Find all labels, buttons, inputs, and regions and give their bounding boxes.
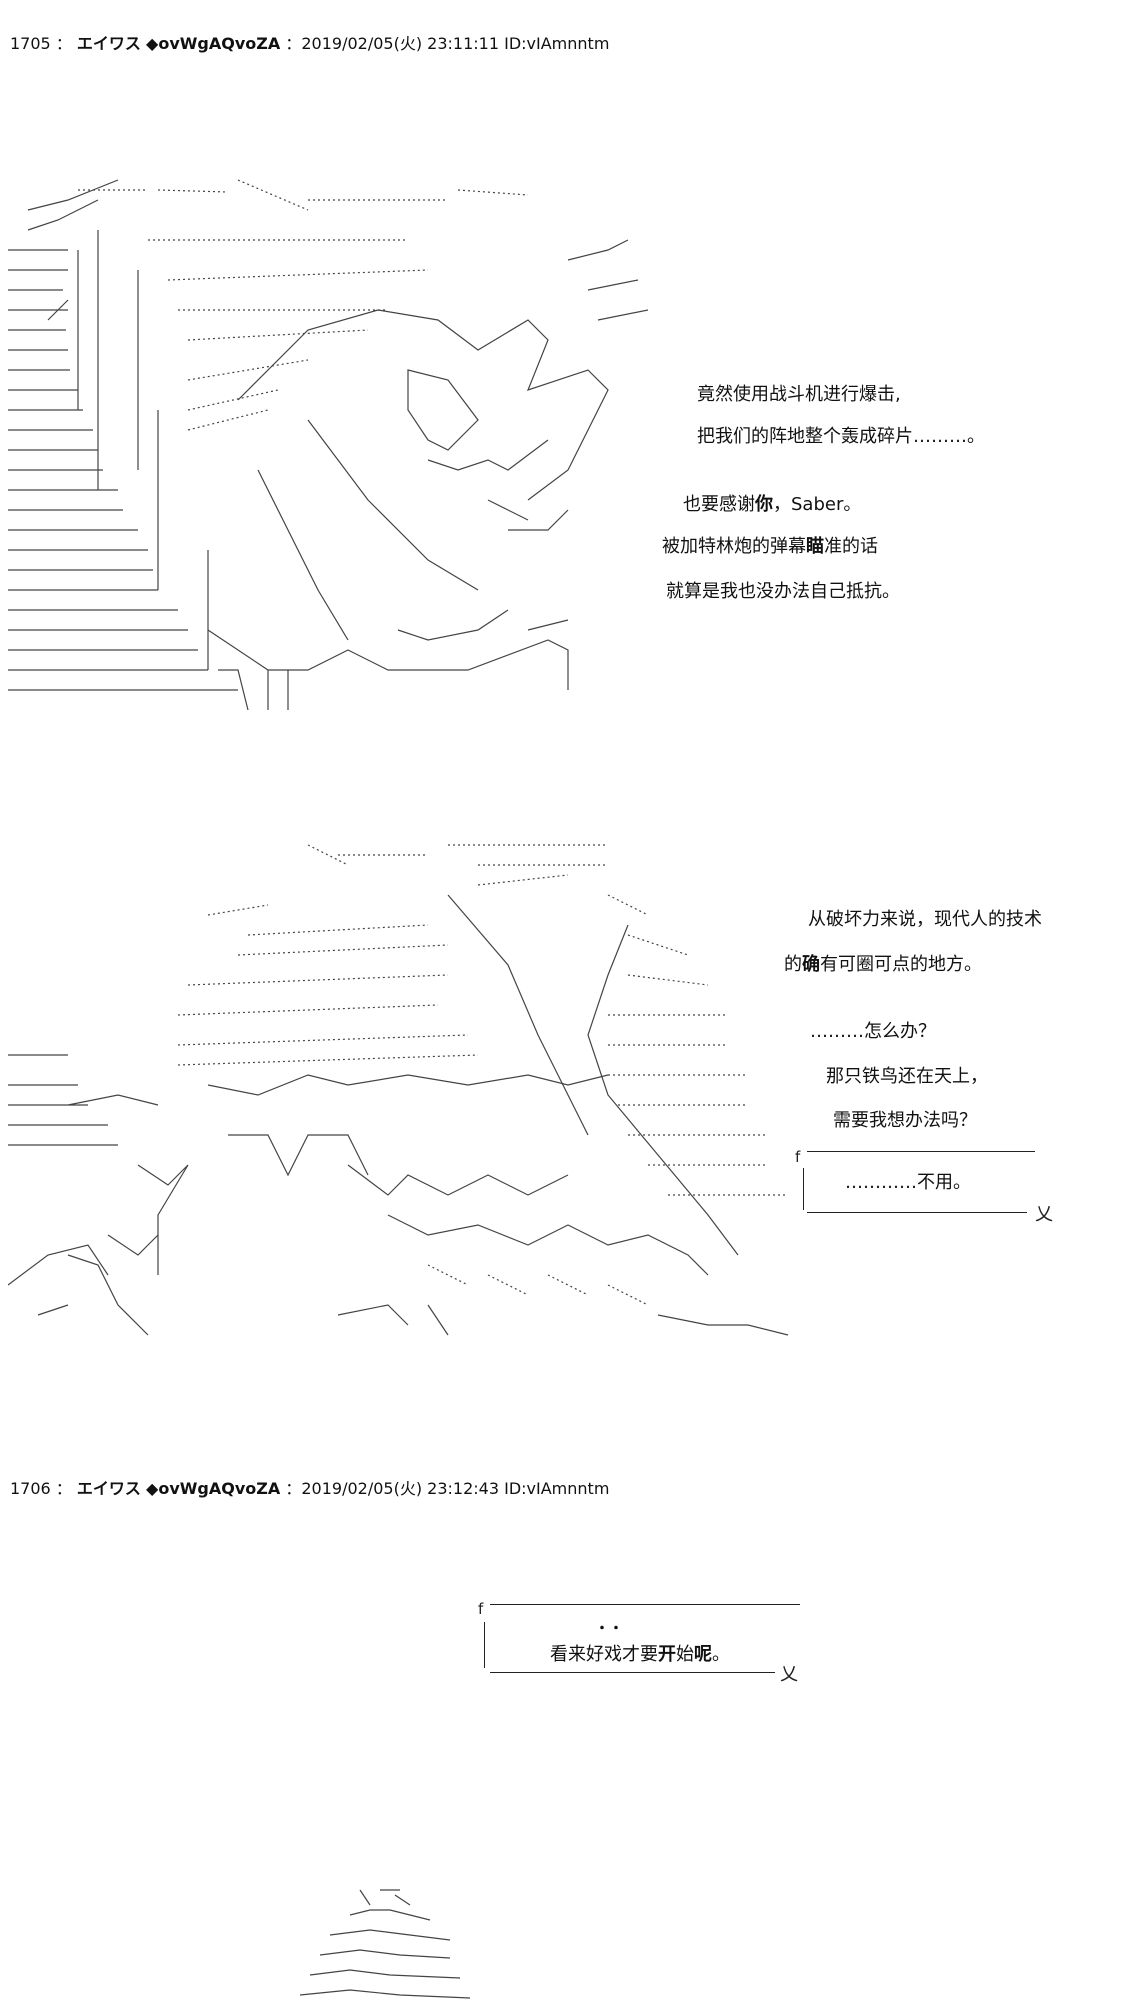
post-id: ID:vIAmnntm — [504, 1479, 610, 1498]
dialogue-line: ………怎么办？ — [810, 1021, 936, 1042]
dialogue-line: 那只铁鸟还在天上， — [826, 1066, 988, 1087]
poster-name[interactable]: エイワス — [76, 1479, 141, 1498]
bubble-text: …………不用。 — [845, 1172, 971, 1193]
dialogue-line: 需要我想办法吗？ — [833, 1110, 977, 1131]
dialogue-line: 从破坏力来说，现代人的技术 — [808, 909, 1042, 930]
poster-name[interactable]: エイワス — [76, 34, 141, 53]
post-datetime: 2019/02/05(火) 23:11:11 — [301, 34, 500, 53]
post-id: ID:vIAmnntm — [504, 34, 610, 53]
post-datetime: 2019/02/05(火) 23:12:43 — [301, 1479, 500, 1498]
ascii-art-scene2 — [8, 835, 798, 1345]
dialogue-line: 就算是我也没办法自己抵抗。 — [666, 581, 900, 602]
post-number: 1705 — [10, 34, 51, 53]
poster-trip: ◆ovWgAQvoZA — [146, 1479, 281, 1498]
dialogue-line: 的确有可圈可点的地方。 — [784, 954, 982, 975]
poster-trip: ◆ovWgAQvoZA — [146, 34, 281, 53]
dialogue-line: 竟然使用战斗机进行爆击, — [697, 384, 901, 405]
post-header: 1705 ： エイワス ◆ovWgAQvoZA ：2019/02/05(火) 2… — [10, 34, 610, 53]
ascii-art-scene3 — [280, 1880, 500, 2000]
post-number: 1706 — [10, 1479, 51, 1498]
speech-bubble: f 乂 ・・ 看来好戏才要开始呢。 — [478, 1600, 800, 1685]
bubble-text: 看来好戏才要开始呢。 — [550, 1644, 730, 1665]
post-header: 1706 ： エイワス ◆ovWgAQvoZA ：2019/02/05(火) 2… — [10, 1479, 610, 1498]
ascii-art-scene1 — [8, 170, 648, 710]
emphasis-dots: ・・ — [595, 1621, 623, 1637]
dialogue-line: 被加特林炮的弹幕瞄准的话 — [662, 536, 878, 557]
dialogue-line: 也要感谢你，Saber。 — [683, 494, 862, 515]
dialogue-line: 把我们的阵地整个轰成碎片………。 — [697, 426, 985, 447]
speech-bubble: f 乂 …………不用。 — [795, 1148, 1053, 1225]
